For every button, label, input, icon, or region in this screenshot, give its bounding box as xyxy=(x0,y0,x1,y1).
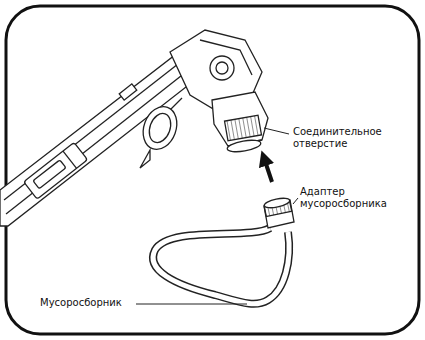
frame xyxy=(6,6,419,334)
lid xyxy=(137,98,182,168)
direction-arrow xyxy=(264,158,272,182)
part-label: Соединительное отверстие xyxy=(293,126,405,149)
wand xyxy=(0,55,195,226)
part-label: Адаптер мусоросборника xyxy=(300,186,412,209)
connector-head xyxy=(170,30,268,154)
hose xyxy=(153,228,289,304)
leader-lines xyxy=(136,128,298,304)
adapter xyxy=(263,196,294,228)
part-label: Мусоросборник xyxy=(40,297,134,309)
